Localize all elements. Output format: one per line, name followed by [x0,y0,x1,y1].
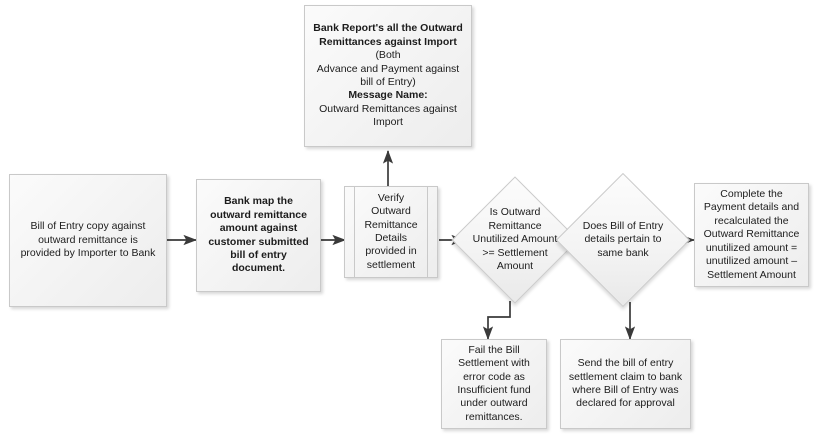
bank-report-line-1: Bank Report's all the Outward [313,22,463,35]
node-send-settlement-claim[interactable]: Send the bill of entry settlement claim … [560,339,691,429]
node-decision-same-bank-text: Does Bill of Entry details pertain to sa… [582,219,664,259]
bank-report-line-3: Advance and Payment against bill of Entr… [316,62,460,88]
node-send-settlement-claim-text: Send the bill of entry settlement claim … [568,357,683,410]
node-bank-map-remittance[interactable]: Bank map the outward remittance amount a… [196,179,321,292]
node-fail-bill-settlement[interactable]: Fail the Bill Settlement with error code… [441,339,547,429]
node-bank-map-remittance-text: Bank map the outward remittance amount a… [208,195,309,275]
bank-report-line-2: Remittances against Import (Both [312,36,464,63]
node-bank-report-text: Bank Report's all the Outward Remittance… [305,18,471,134]
bank-report-line-2-plain: (Both [375,49,401,62]
node-complete-payment-details-text: Complete the Payment details and recalcu… [703,187,800,281]
bank-report-line-4: Message Name: [348,89,428,102]
node-decision-unutilized-amount-text: Is Outward Remittance Unutilized Amount … [472,205,558,273]
node-complete-payment-details[interactable]: Complete the Payment details and recalcu… [694,183,809,287]
node-verify-outward-remittance-text: Verify Outward Remittance Details provid… [364,191,418,271]
node-verify-outward-remittance[interactable]: Verify Outward Remittance Details provid… [344,186,438,278]
node-fail-bill-settlement-text: Fail the Bill Settlement with error code… [457,343,531,423]
node-bank-report[interactable]: Bank Report's all the Outward Remittance… [304,5,472,147]
node-decision-same-bank[interactable]: Does Bill of Entry details pertain to sa… [555,172,691,308]
bank-report-line-2-bold: Remittances against Import [319,35,457,48]
bank-report-line-5: Outward Remittances against Import [319,102,457,129]
node-bill-of-entry-copy-text: Bill of Entry copy against outward remit… [20,220,156,260]
node-bill-of-entry-copy[interactable]: Bill of Entry copy against outward remit… [9,174,167,307]
node-decision-unutilized-amount[interactable]: Is Outward Remittance Unutilized Amount … [451,172,579,308]
